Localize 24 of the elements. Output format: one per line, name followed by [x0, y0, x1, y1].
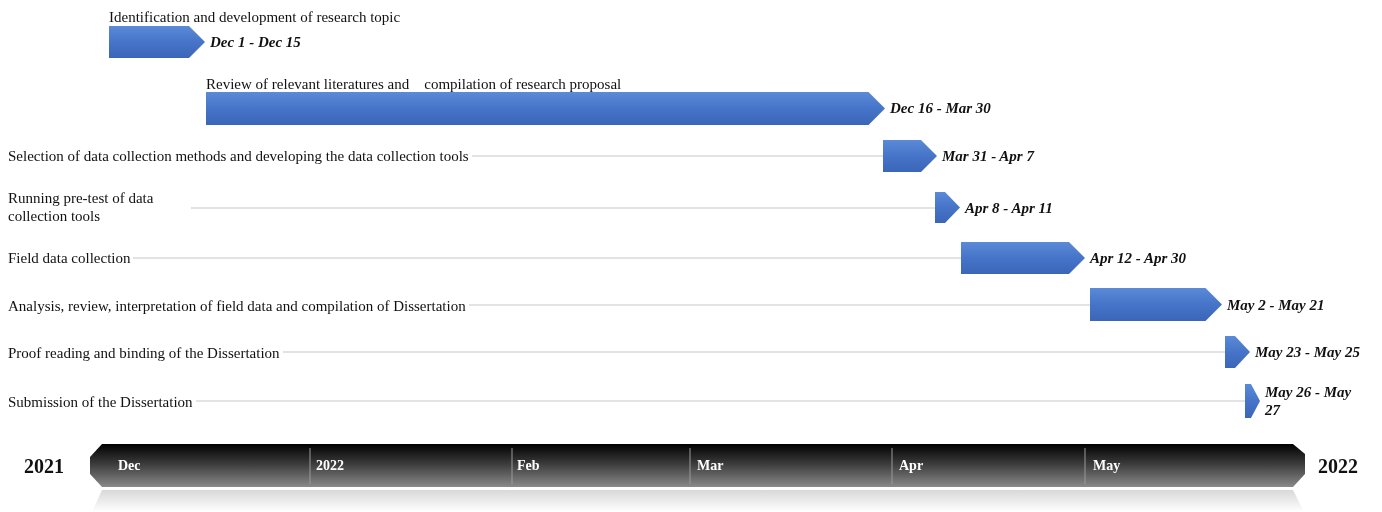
- date-range: May 2 - May 21: [1227, 296, 1325, 314]
- year-label: 2022: [1318, 455, 1358, 478]
- task-label: Review of relevant literatures and compilation of research proposal: [206, 75, 622, 93]
- month-label: May: [1093, 458, 1121, 474]
- task-label: Analysis, review, interpretation of field data and compilation of Dissertation: [8, 297, 466, 315]
- date-range: Apr 12 - Apr 30: [1090, 249, 1187, 267]
- month-label: Feb: [517, 458, 540, 474]
- date-range: Apr 8 - Apr 11: [965, 199, 1053, 217]
- task-label: Selection of data collection methods and developing the data collection tools: [8, 147, 469, 165]
- date-range: Mar 31 - Apr 7: [942, 147, 1034, 165]
- month-label: Dec: [118, 458, 141, 474]
- month-label: Apr: [899, 458, 924, 474]
- task-label: Proof reading and binding of the Dissertation: [8, 344, 280, 362]
- task-label: Submission of the Dissertation: [8, 393, 193, 411]
- year-label: 2022: [316, 458, 344, 474]
- month-label: Mar: [697, 458, 724, 474]
- date-range: Dec 1 - Dec 15: [210, 33, 301, 51]
- task-label: Field data collection: [8, 249, 131, 267]
- date-range: Dec 16 - Mar 30: [890, 99, 991, 117]
- date-range: May 26 - May 27: [1265, 383, 1353, 419]
- year-label: 2021: [24, 455, 64, 478]
- date-range: May 23 - May 25: [1255, 343, 1360, 361]
- task-label: Running pre-test of data collection tools: [8, 189, 188, 225]
- task-label: Identification and development of research topic: [109, 8, 401, 26]
